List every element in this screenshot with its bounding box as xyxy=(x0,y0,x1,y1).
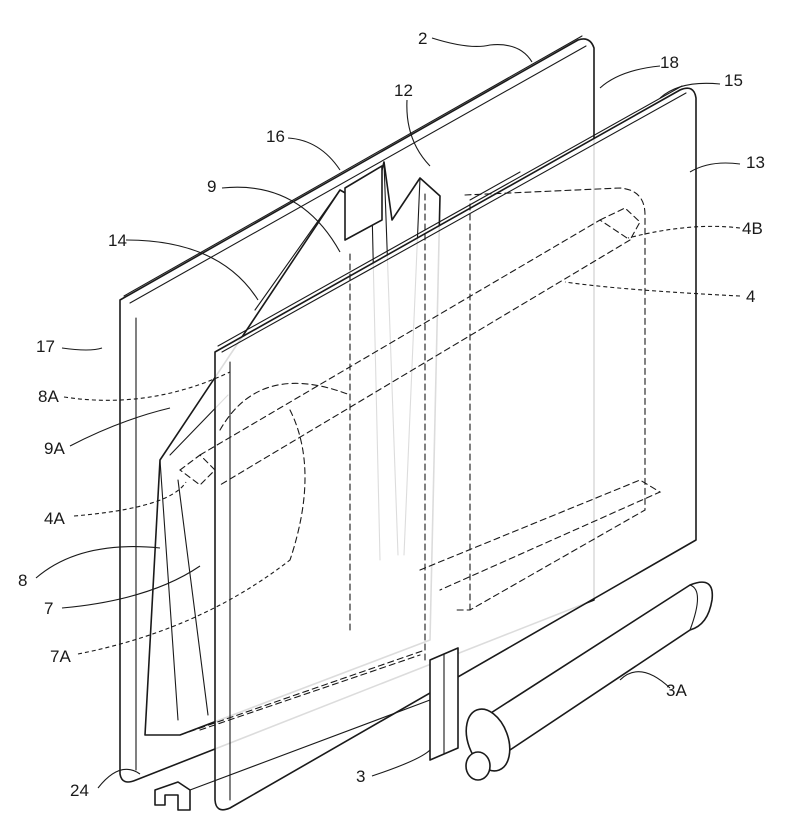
label-8A: 8A xyxy=(38,387,59,406)
base-rail xyxy=(154,699,431,811)
reference-labels: 2 18 15 12 16 13 9 4B 14 4 17 8A 9A 4A 8… xyxy=(18,29,765,800)
roller xyxy=(465,581,714,781)
leader-lines xyxy=(35,37,741,789)
label-9A: 9A xyxy=(44,439,65,458)
label-18: 18 xyxy=(660,53,679,72)
label-15: 15 xyxy=(724,71,743,90)
support-shaft xyxy=(429,647,459,761)
label-8: 8 xyxy=(18,571,27,590)
label-3: 3 xyxy=(356,767,365,786)
label-13: 13 xyxy=(746,153,765,172)
label-7: 7 xyxy=(44,599,53,618)
label-9: 9 xyxy=(207,177,216,196)
label-4B: 4B xyxy=(742,219,763,238)
label-12: 12 xyxy=(394,81,413,100)
label-4A: 4A xyxy=(44,509,65,528)
front-panel xyxy=(214,85,697,811)
label-14: 14 xyxy=(108,231,127,250)
label-4: 4 xyxy=(746,287,755,306)
hidden-lines xyxy=(179,187,662,736)
label-16: 16 xyxy=(266,127,285,146)
label-17: 17 xyxy=(36,337,55,356)
label-3A: 3A xyxy=(666,681,687,700)
middle-divider xyxy=(344,165,383,241)
label-2: 2 xyxy=(418,29,427,48)
label-24: 24 xyxy=(70,781,89,800)
label-7A: 7A xyxy=(50,647,71,666)
